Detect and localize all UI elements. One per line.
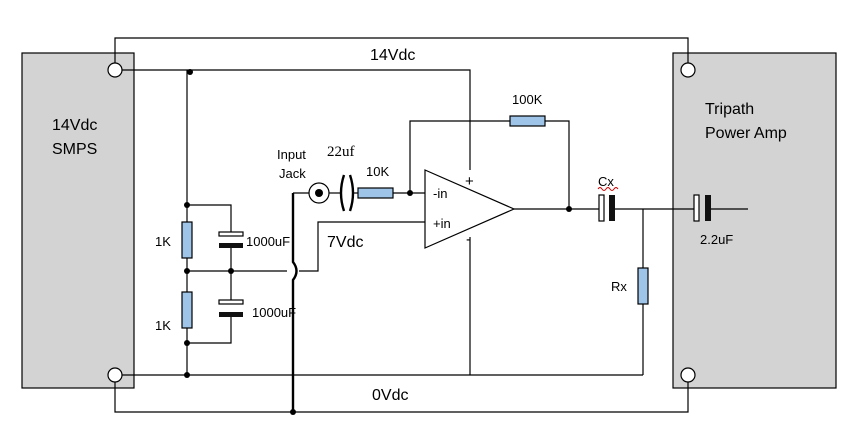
opamp-pos-supply-label: + bbox=[465, 173, 474, 190]
cap-bot-plate-b bbox=[219, 312, 243, 317]
feedback-wire bbox=[409, 120, 570, 209]
input-jack-inner bbox=[315, 189, 323, 197]
resistor-1k-top bbox=[181, 221, 193, 259]
c-divider-top-label: 1000uF bbox=[246, 234, 290, 249]
cap-22uf-plate-a bbox=[339, 174, 346, 212]
smps-terminal-bottom bbox=[107, 367, 123, 383]
bottom-rail-wire bbox=[114, 375, 689, 413]
amp-terminal-bottom bbox=[680, 367, 696, 383]
mid-rail-label: 7Vdc bbox=[327, 234, 363, 251]
opamp-triangle bbox=[424, 169, 516, 249]
junction-dot bbox=[290, 409, 296, 415]
junction-dot bbox=[184, 340, 190, 346]
r-load-label: Rx bbox=[611, 279, 627, 294]
cx-squiggle bbox=[597, 187, 619, 191]
amp-block bbox=[672, 52, 837, 389]
junction-dot bbox=[184, 268, 190, 274]
resistor-rx bbox=[637, 267, 649, 305]
cap-bot-plate-a bbox=[218, 299, 244, 305]
r-divider-bottom-label: 1K bbox=[155, 318, 171, 333]
bottom-rail-label: 0Vdc bbox=[372, 387, 408, 404]
c-amp-input-label: 2.2uF bbox=[700, 232, 733, 247]
divider-cap-wire-bot bbox=[187, 317, 232, 344]
amp-title-line2: Power Amp bbox=[705, 125, 787, 142]
divider-cap-wire-top bbox=[187, 204, 232, 232]
smps-terminal-top bbox=[107, 62, 123, 78]
r-feedback-label: 100K bbox=[512, 92, 543, 107]
opamp-neg-supply-label: - bbox=[466, 231, 471, 248]
cap-cx-plate-a bbox=[598, 194, 605, 222]
c-divider-bottom-label: 1000uF bbox=[252, 305, 296, 320]
amp-title-line1: Tripath bbox=[705, 101, 754, 118]
r-input-label: 10K bbox=[366, 164, 389, 179]
junction-dot bbox=[407, 190, 413, 196]
amp-terminal-top bbox=[680, 62, 696, 78]
resistor-1k-bottom bbox=[181, 291, 193, 329]
top-rail-label: 14Vdc bbox=[370, 47, 415, 64]
cap-top-plate-b bbox=[219, 243, 243, 248]
resistor-100k bbox=[509, 115, 546, 127]
cap-top-plate-a bbox=[218, 231, 244, 237]
cap-cx-plate-b bbox=[609, 195, 615, 221]
mid-node-wire-cont bbox=[299, 221, 425, 272]
v14-bus-wire bbox=[120, 69, 471, 170]
junction-dot bbox=[184, 202, 190, 208]
smps-title-line2: SMPS bbox=[52, 141, 97, 158]
smps-title-line1: 14Vdc bbox=[52, 117, 97, 134]
cap-22u-plate-b bbox=[705, 195, 711, 221]
jack-ground-wire bbox=[291, 193, 298, 412]
cap-22uf-plate-b bbox=[348, 174, 355, 212]
r-divider-top-label: 1K bbox=[155, 234, 171, 249]
opamp-inv-label: -in bbox=[433, 186, 447, 201]
resistor-10k bbox=[357, 187, 394, 199]
smps-block bbox=[21, 52, 135, 389]
cap-22u-plate-a bbox=[693, 194, 700, 222]
opamp-noninv-label: +in bbox=[433, 216, 451, 231]
junction-dot bbox=[184, 372, 190, 378]
input-jack-label-line1: Input bbox=[277, 147, 306, 162]
junction-dot bbox=[566, 206, 572, 212]
input-jack-label-line2: Jack bbox=[279, 166, 306, 181]
c-input-label: 22uf bbox=[327, 144, 355, 160]
junction-dot bbox=[228, 268, 234, 274]
c-output-label: Cx bbox=[598, 174, 614, 189]
junction-dot bbox=[187, 69, 193, 75]
top-rail-wire bbox=[114, 37, 689, 70]
